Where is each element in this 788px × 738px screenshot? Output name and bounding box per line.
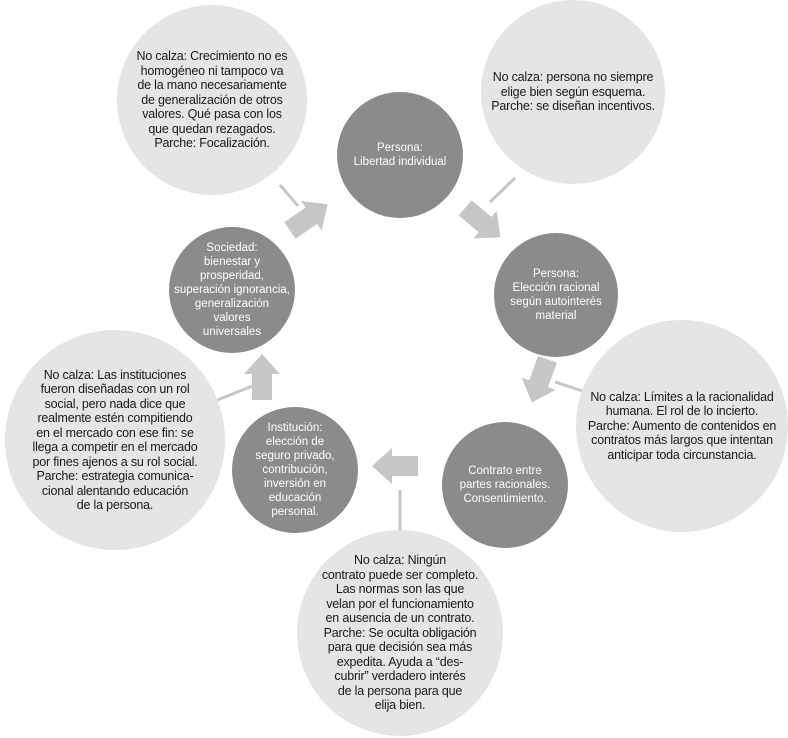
node-persona-libertad: Persona: Libertad individual bbox=[337, 92, 463, 218]
note-bottom: No calza: Ningún contrato puede ser comp… bbox=[297, 530, 503, 736]
arrow-icon bbox=[244, 354, 280, 400]
note-top-left: No calza: Crecimiento no es homogéneo ni… bbox=[117, 5, 307, 195]
arrow-icon bbox=[372, 448, 418, 484]
note-right: No calza: Límites a la racionalidad huma… bbox=[576, 320, 788, 532]
note-left: No calza: Las instituciones fueron diseñ… bbox=[5, 330, 225, 550]
connector-line bbox=[488, 176, 517, 204]
connector-line bbox=[278, 184, 300, 207]
arrow-icon bbox=[521, 355, 557, 403]
node-contrato: Contrato entre partes racionales. Consen… bbox=[442, 422, 568, 548]
arrow-icon bbox=[458, 200, 501, 239]
node-sociedad: Sociedad: bienestar y prosperidad, super… bbox=[169, 227, 295, 353]
node-persona-eleccion: Persona: Elección racional según autoint… bbox=[494, 233, 618, 357]
note-top-right: No calza: persona no siempre elige bien … bbox=[481, 0, 665, 184]
arrow-icon bbox=[284, 200, 328, 239]
node-institucion: Institución: elección de seguro privado,… bbox=[232, 407, 358, 533]
